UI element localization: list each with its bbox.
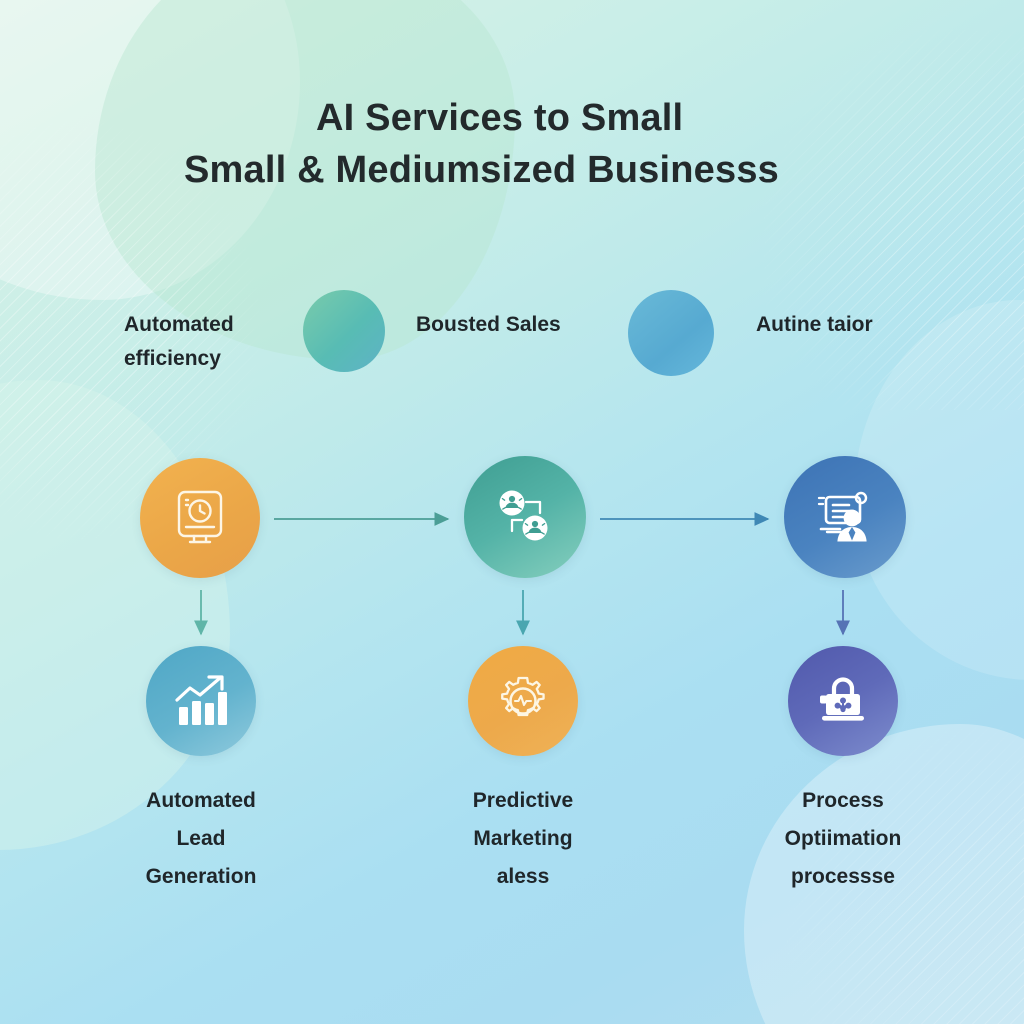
device-clock-icon <box>172 489 228 547</box>
network-users-icon <box>495 487 555 547</box>
top-label-automated-efficiency: Automated efficiency <box>124 313 234 370</box>
growth-bar-chart-icon <box>173 674 229 728</box>
page-title-line-1: AI Services to Small <box>316 97 684 139</box>
top-label-bousted-sales: Bousted Sales <box>416 313 561 336</box>
flow-node-predictive-marketing[interactable] <box>468 646 578 756</box>
page-title-line-2: Small & Mediumsized Businesss <box>184 149 779 191</box>
teal-gradient-circle <box>303 290 385 372</box>
blue-gradient-circle <box>628 290 714 376</box>
bottom-label-predictive-marketing: Predictive Marketing aless <box>472 789 574 888</box>
flow-node-automated-lead-generation[interactable] <box>146 646 256 756</box>
gear-clock-icon <box>495 673 551 729</box>
presenter-whiteboard-icon <box>814 488 876 546</box>
page-title: AI Services to Small Small & Mediumsized… <box>184 92 884 196</box>
laptop-lock-icon <box>815 673 871 729</box>
flow-node-process-optimization[interactable] <box>788 646 898 756</box>
bottom-label-automated-lead-generation: Automated Lead Generation <box>145 789 257 888</box>
background-hatch-top-right <box>764 30 1024 410</box>
bottom-label-process-optimization: Process Optiimation processse <box>784 789 902 888</box>
flow-node-bousted-sales[interactable] <box>464 456 586 578</box>
flow-node-autine-taior[interactable] <box>784 456 906 578</box>
top-label-autine-taior: Autine taior <box>756 313 873 336</box>
flow-node-automated-efficiency[interactable] <box>140 458 260 578</box>
background-blob-left-middle <box>0 380 230 850</box>
